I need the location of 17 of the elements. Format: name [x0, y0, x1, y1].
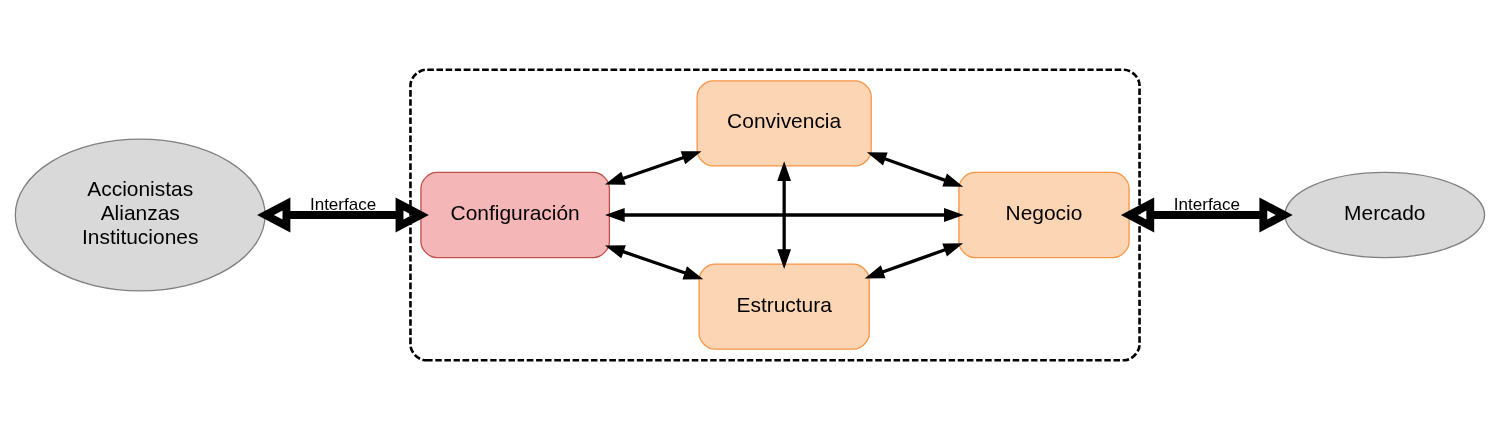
arrow — [866, 152, 964, 187]
arrow — [257, 197, 429, 233]
edge-label: Interface — [309, 195, 377, 215]
node-box: Negocio — [958, 171, 1130, 259]
node-box: Convivencia — [696, 80, 872, 167]
edge-label: Interface — [1173, 195, 1241, 215]
arrow — [777, 161, 792, 269]
node-ellipse: Mercado — [1284, 171, 1486, 259]
node-box: Estructura — [698, 263, 870, 350]
arrow — [604, 245, 704, 280]
arrow — [604, 151, 702, 185]
arrow — [1120, 197, 1293, 233]
node-box: Configuración — [420, 171, 611, 259]
arrow — [864, 243, 964, 279]
arrow — [605, 208, 964, 222]
node-ellipse: Accionistas Alianzas Instituciones — [14, 138, 266, 292]
cluster — [409, 68, 1141, 362]
